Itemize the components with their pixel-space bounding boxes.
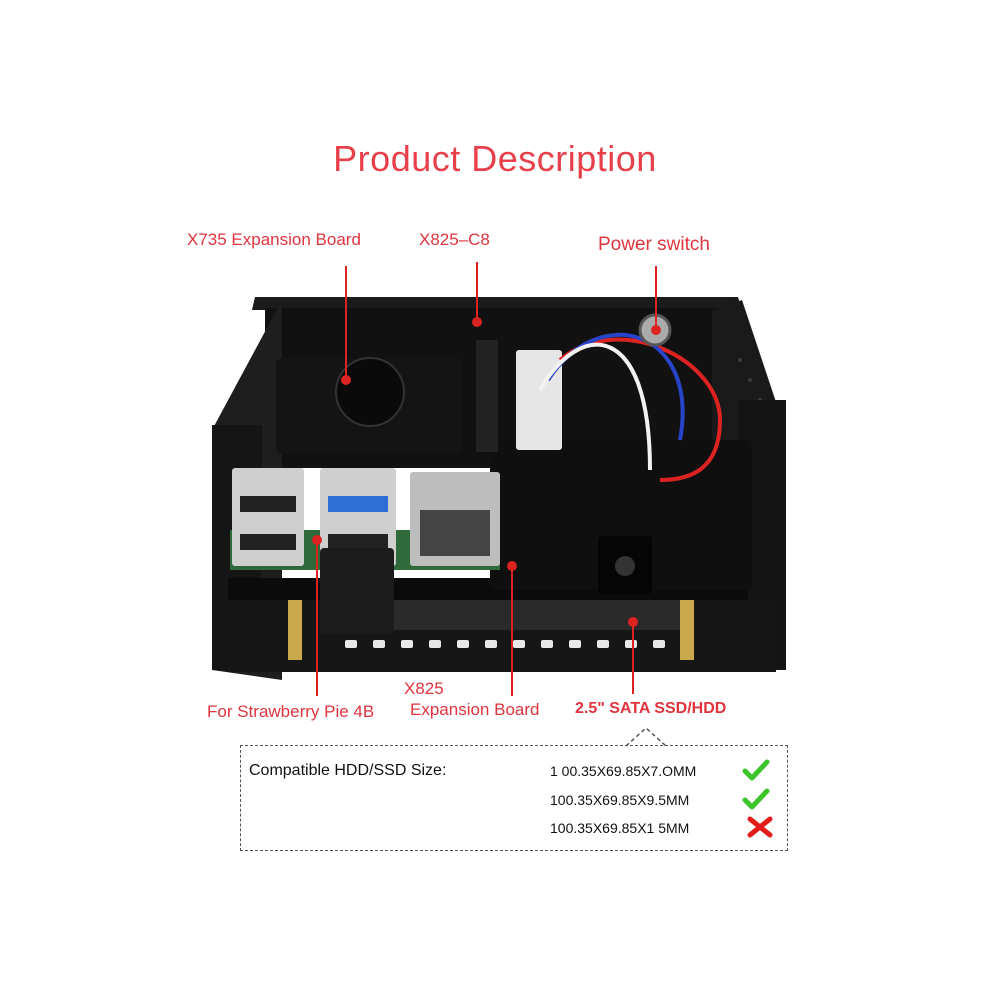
usb-port-1-slot-a <box>240 496 296 512</box>
usb-port-1 <box>232 468 304 566</box>
white-wire <box>538 342 652 471</box>
standoff-right <box>680 598 694 660</box>
ethernet-socket <box>420 510 490 556</box>
usb3-slot-blue <box>328 496 388 512</box>
standoff-left <box>288 598 302 660</box>
callout-x735: X735 Expansion Board <box>187 230 361 249</box>
usb-dongle <box>320 548 394 634</box>
connector-block <box>516 350 562 450</box>
callout-lines <box>316 262 657 696</box>
callout-dots <box>312 317 661 627</box>
callout-x825-line1: X825 <box>404 679 444 698</box>
case-top-rail <box>252 297 742 310</box>
check-icon <box>742 788 770 810</box>
callout-sata: 2.5" SATA SSD/HDD <box>575 700 727 717</box>
compat-box-notch <box>626 726 666 747</box>
usb-port-1-slot-b <box>240 534 296 550</box>
compatibility-box <box>240 745 788 851</box>
callout-power-switch: Power switch <box>598 234 710 255</box>
page-title: Product Description <box>333 138 657 179</box>
dc-jack-hole <box>615 556 635 576</box>
cross-icon <box>747 816 773 838</box>
size-row-1: 1 00.35X69.85X7.OMM <box>550 763 697 779</box>
vent-slots <box>345 640 665 648</box>
fan-hub <box>335 357 405 427</box>
callout-x825-c8: X825–C8 <box>419 230 490 249</box>
gpio-header <box>476 340 498 452</box>
size-row-2: 100.35X69.85X9.5MM <box>550 792 690 808</box>
check-icon <box>742 759 770 781</box>
size-row-3: 100.35X69.85X1 5MM <box>550 820 690 836</box>
red-wire <box>558 337 723 482</box>
callout-x825-line2: Expansion Board <box>410 700 540 719</box>
compatibility-label: Compatible HDD/SSD Size: <box>249 762 447 779</box>
callout-strawberry: For Strawberry Pie 4B <box>207 702 375 721</box>
usb-port-2-slot-b <box>328 534 388 550</box>
